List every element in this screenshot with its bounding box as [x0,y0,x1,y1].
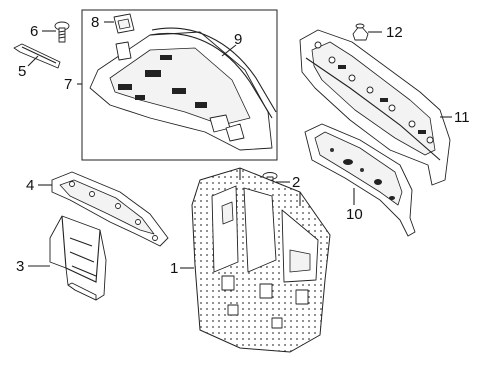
callout-11: 11 [454,109,470,126]
bracket-frame-part-3 [49,215,107,301]
callout-10: 10 [346,206,363,223]
callout-3: 3 [16,258,24,275]
callout-9: 9 [234,31,242,48]
bolt-part-6 [54,21,70,43]
rear-panel-part-11 [299,29,451,186]
callout-4: 4 [26,177,34,194]
cross-member-part-10 [304,123,416,237]
callout-2: 2 [292,174,300,191]
seat-back-panel-part-1 [191,167,331,353]
clip-part-12 [352,23,369,41]
strip-part-5 [13,43,61,69]
reinforcement-part-4 [51,171,169,247]
callout-8: 8 [91,14,99,31]
bracket-part-8 [113,13,135,61]
package-tray-part [89,27,277,151]
callout-1: 1 [170,260,178,277]
callout-6: 6 [30,23,38,40]
leader-lines [27,21,452,269]
inset-box [81,9,278,161]
callout-12: 12 [386,24,403,41]
callout-5: 5 [18,63,26,80]
callout-7: 7 [64,76,72,93]
